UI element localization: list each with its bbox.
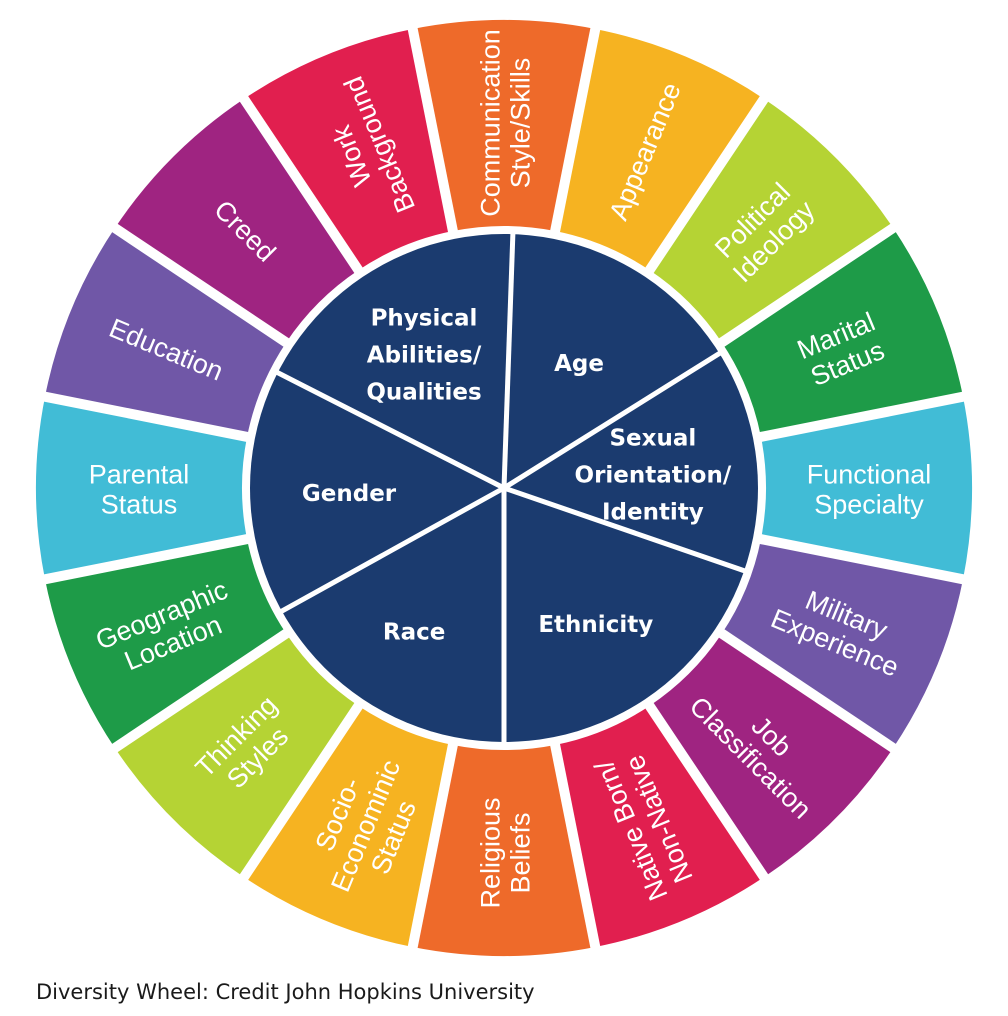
- outer-segment-religious-beliefs: [412, 744, 596, 956]
- inner-divider: [501, 232, 516, 489]
- outer-segment-divider: [549, 24, 601, 236]
- outer-label-communication-style-skills: CommunicationStyle/Skills: [476, 29, 536, 217]
- outer-segment-divider: [407, 740, 459, 952]
- outer-segment-political-ideology: [649, 98, 894, 343]
- outer-segment-creed: [114, 98, 359, 343]
- outer-ring: [36, 20, 973, 956]
- outer-segment-divider: [40, 391, 252, 443]
- inner-wheel: [250, 232, 758, 744]
- outer-segment-geographic-location: [44, 539, 287, 749]
- outer-segment-thinking-styles: [114, 633, 359, 878]
- outer-segment-divider: [108, 221, 293, 349]
- inner-divider: [503, 485, 747, 574]
- inner-label-ethnicity: Ethnicity: [538, 612, 653, 638]
- outer-segment-divider: [549, 740, 601, 952]
- outer-segment-functional-specialty: [760, 396, 973, 580]
- inner-label-gender: Gender: [302, 481, 397, 507]
- outer-segment-education: [44, 227, 287, 437]
- outer-segment-divider: [756, 533, 968, 585]
- outer-label-religious-beliefs: ReligiousBeliefs: [476, 797, 536, 908]
- outer-segment-divider: [715, 221, 900, 349]
- inner-divider: [502, 350, 723, 491]
- outer-segment-native-born-non-native: [555, 705, 765, 948]
- outer-segment-divider: [237, 699, 365, 884]
- inner-label-age: Age: [554, 351, 604, 377]
- outer-segment-divider: [237, 92, 365, 277]
- outer-segment-job-classification: [649, 633, 894, 878]
- outer-segment-divider: [407, 24, 459, 236]
- outer-segment-socio-econominic-status: [243, 705, 453, 948]
- outer-segment-divider: [40, 533, 252, 585]
- outer-segment-appearance: [555, 28, 765, 271]
- image-caption: Diversity Wheel: Credit John Hopkins Uni…: [36, 980, 535, 1004]
- inner-label-race: Race: [383, 619, 445, 645]
- outer-segment-divider: [108, 627, 293, 755]
- outer-segment-work-background: [243, 28, 453, 271]
- inner-divider: [278, 485, 506, 615]
- outer-segment-marital-status: [721, 227, 964, 437]
- outer-segment-parental-status: [36, 396, 248, 580]
- outer-segment-military-experience: [721, 539, 964, 749]
- outer-segment-communication-style-skills: [412, 20, 596, 232]
- outer-segment-divider: [643, 699, 771, 884]
- inner-divider: [274, 369, 506, 491]
- outer-segment-divider: [715, 627, 900, 755]
- outer-segment-divider: [756, 391, 968, 443]
- outer-segment-divider: [643, 92, 771, 277]
